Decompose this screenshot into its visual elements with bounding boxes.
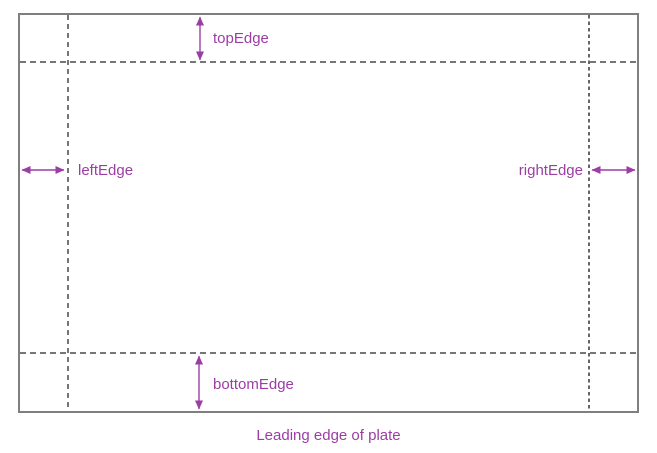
plate-outline [18, 13, 639, 413]
top-edge-label: topEdge [213, 30, 269, 47]
right-edge-label: rightEdge [518, 162, 583, 179]
left-edge-label: leftEdge [78, 162, 134, 179]
bottom-edge-label: bottomEdge [213, 376, 294, 393]
leading-edge-caption: Leading edge of plate [256, 427, 401, 444]
